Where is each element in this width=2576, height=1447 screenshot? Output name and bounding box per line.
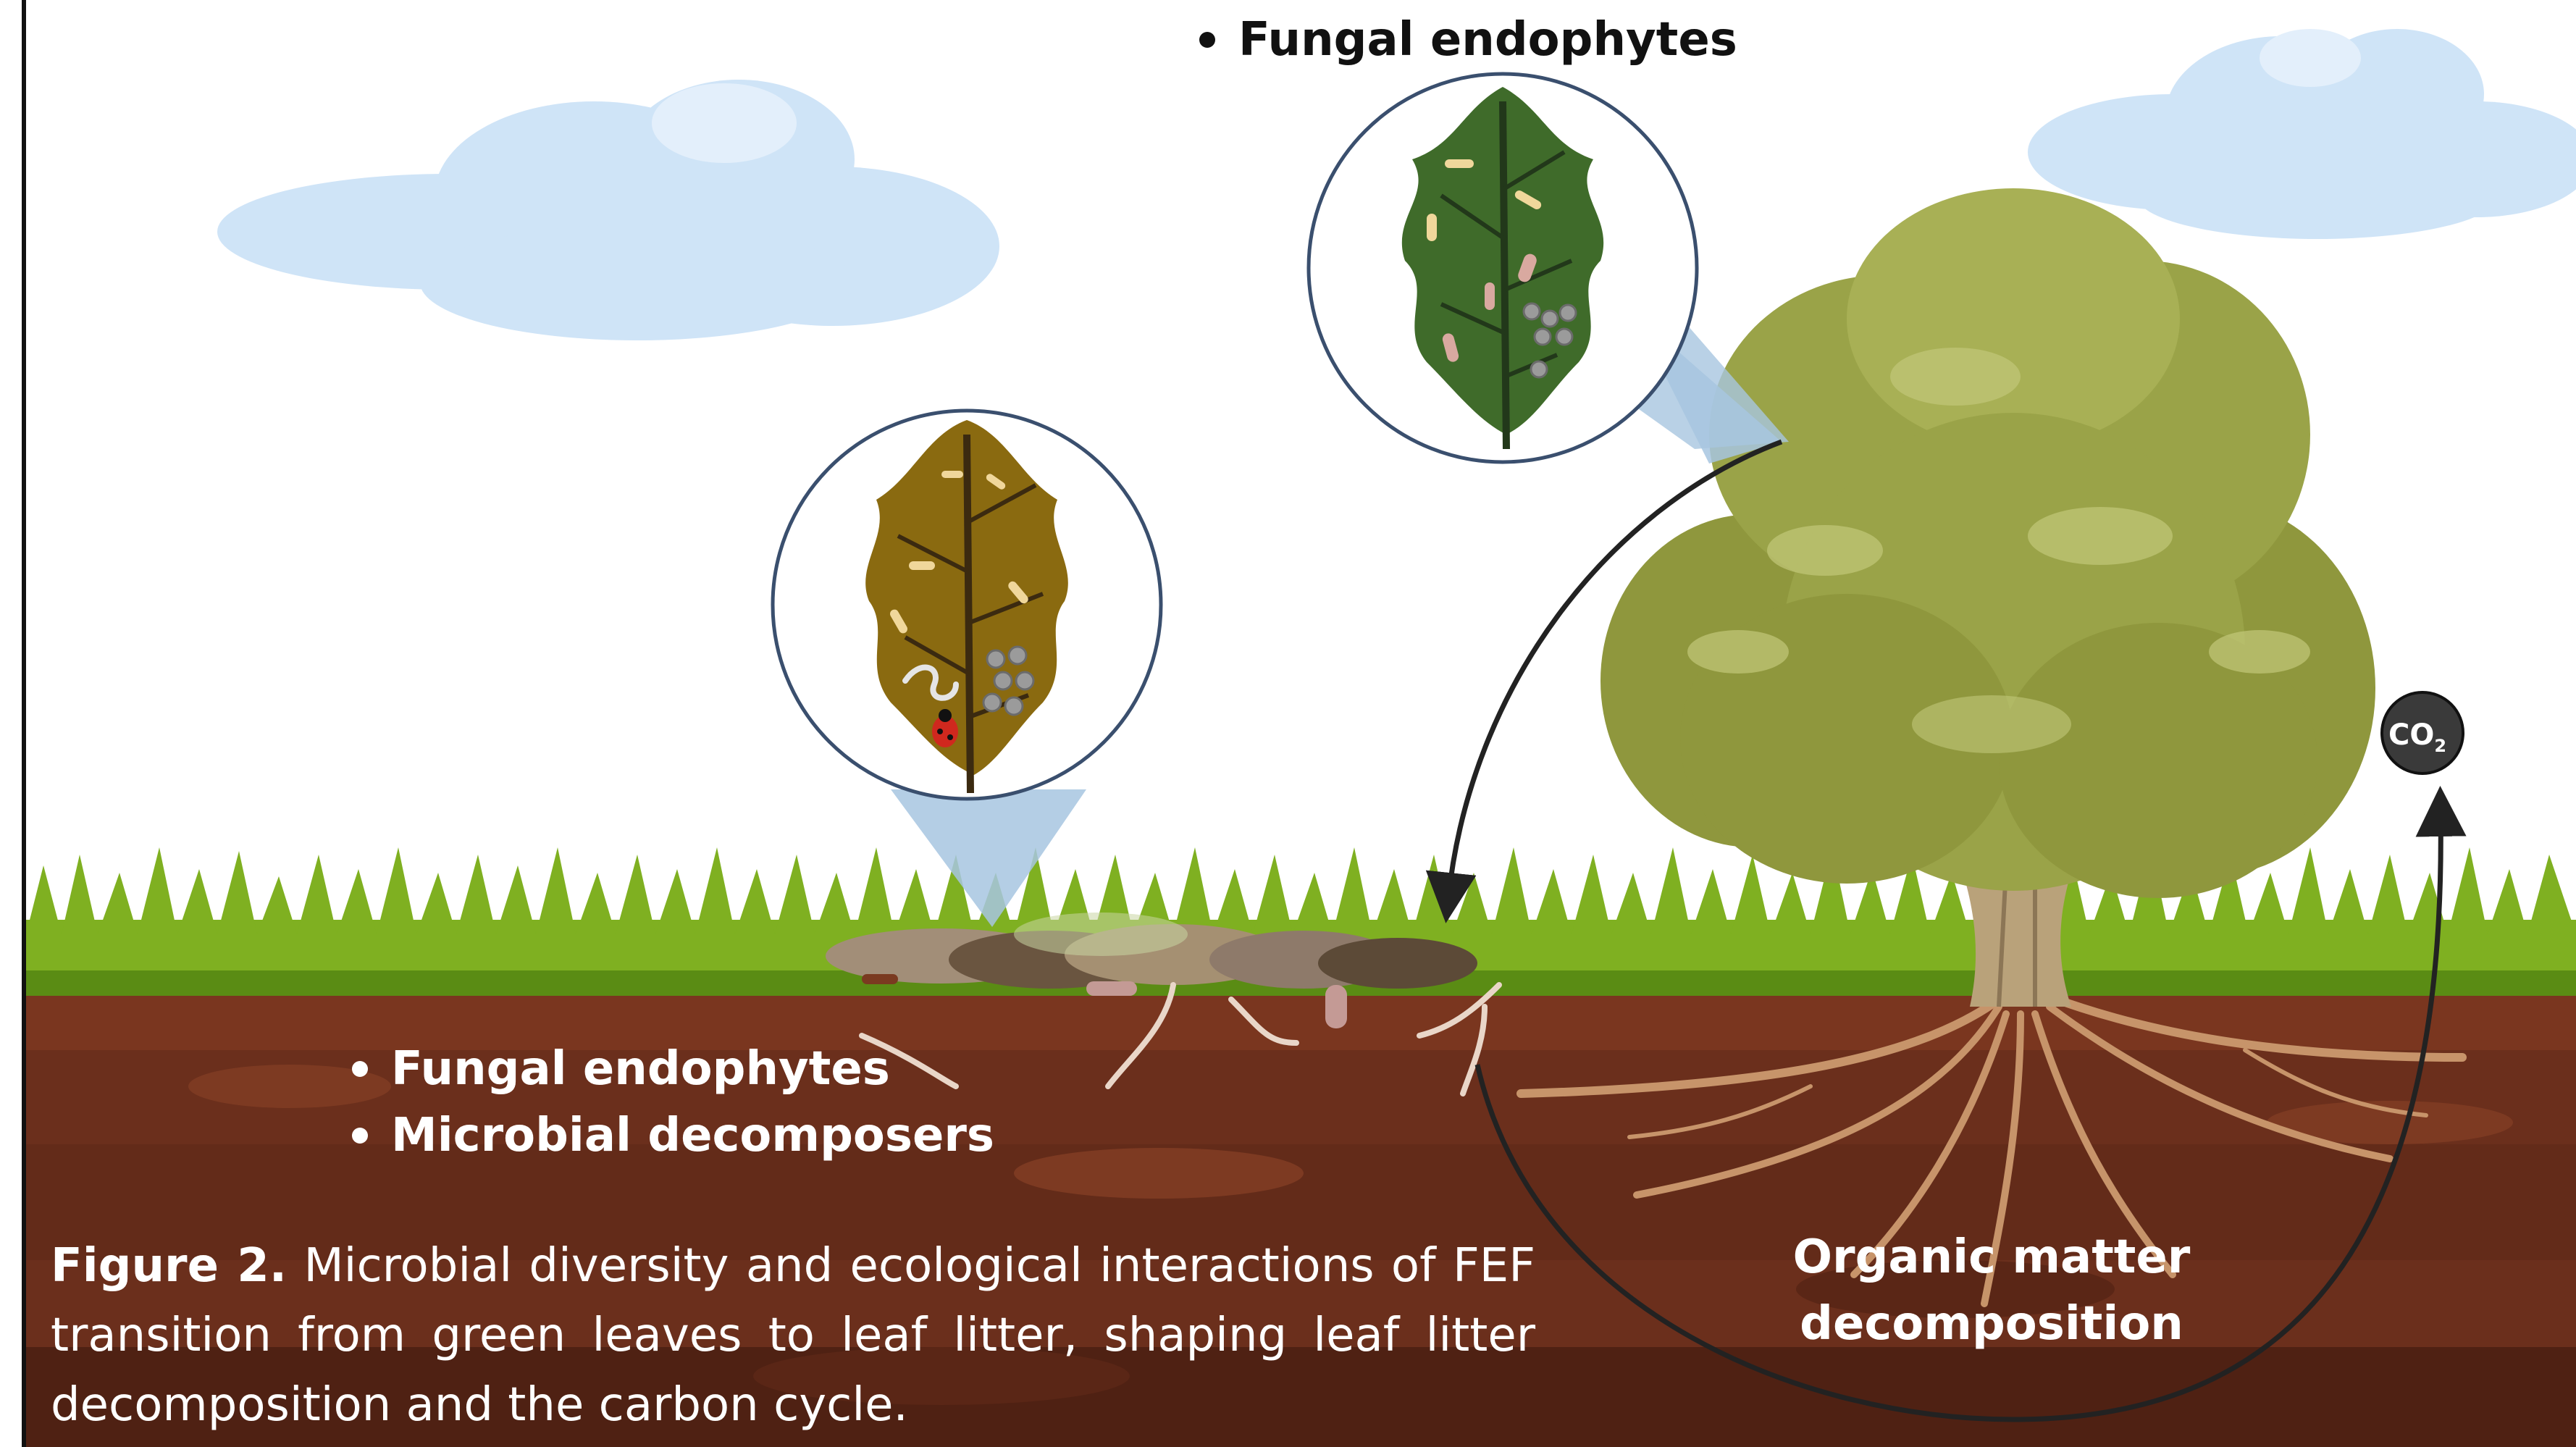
green-leaf-bullets: Fungal endophytes xyxy=(1195,7,1737,72)
caption-label: Figure 2. xyxy=(51,1239,287,1293)
co2-subscript: 2 xyxy=(2434,736,2446,756)
organic-matter-label: Organic matter decomposition xyxy=(1702,1224,2281,1357)
co2-badge: CO2 xyxy=(2382,692,2463,773)
frame-left-border xyxy=(22,0,26,1447)
bullet-fungal-endophytes-litter: Fungal endophytes xyxy=(348,1036,994,1102)
bullet-microbial-decomposers: Microbial decomposers xyxy=(348,1102,994,1169)
figure-caption: Figure 2. Microbial diversity and ecolog… xyxy=(51,1231,1535,1440)
bullet-fungal-endophytes-green: Fungal endophytes xyxy=(1195,7,1737,72)
litter-leaf-magnifier xyxy=(773,411,1161,799)
cloud-left xyxy=(217,80,999,340)
organic-matter-label-line2: decomposition xyxy=(1702,1291,2281,1357)
litter-bullets: Fungal endophytes Microbial decomposers xyxy=(348,1036,994,1169)
organic-matter-label-line1: Organic matter xyxy=(1702,1224,2281,1291)
green-leaf-magnifier xyxy=(1309,74,1697,462)
co2-label: CO xyxy=(2388,718,2434,752)
tree-canopy xyxy=(1600,188,2375,898)
cloud-right xyxy=(2028,29,2576,239)
